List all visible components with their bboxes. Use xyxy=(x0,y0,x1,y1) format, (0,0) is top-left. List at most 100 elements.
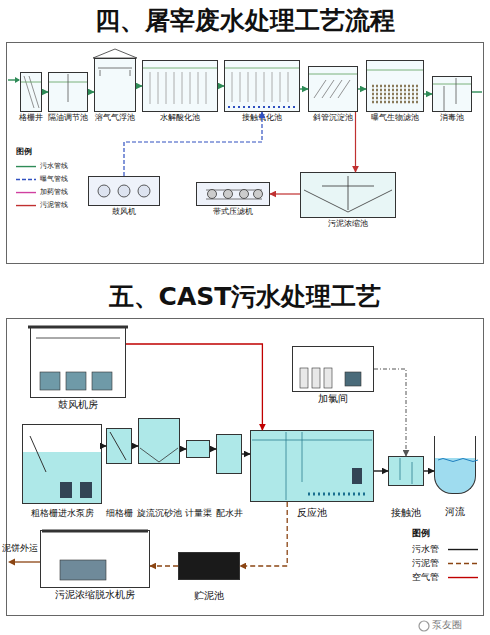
flotation-box: 溶气气浮池 xyxy=(94,58,136,112)
watermark-icon xyxy=(419,621,429,631)
flotation-scraper xyxy=(98,68,132,76)
building-box: 鼓风机房 xyxy=(30,326,126,398)
pipe-connector xyxy=(88,91,94,92)
pump-symbol xyxy=(60,482,72,498)
unit-label: 河流 xyxy=(445,507,465,518)
pipe-connector xyxy=(218,85,224,86)
pipe-connector xyxy=(374,369,406,456)
filter-box: 曝气生物滤池 xyxy=(366,60,424,112)
fine-screen xyxy=(110,432,126,460)
unit-label: 旋流沉砂池 xyxy=(137,508,182,518)
inflow-pipe xyxy=(8,79,19,80)
legend-text: 污泥管 xyxy=(412,558,439,568)
pipe-connector xyxy=(358,88,366,89)
screen-well: 格栅井 xyxy=(20,72,42,112)
watermark: 泵友圈 xyxy=(432,619,462,631)
unit-label: 鼓风机房 xyxy=(58,400,98,411)
thickener-box: 污泥浓缩池 xyxy=(300,172,396,218)
building-box: 污泥浓缩脱水机房 xyxy=(40,530,150,588)
river-wave xyxy=(438,459,478,462)
filter-gravel xyxy=(372,86,418,102)
legend-sample xyxy=(16,192,36,193)
tank-box: 水解酸化池 xyxy=(142,60,218,112)
pipe-connector xyxy=(424,93,432,94)
legend-sample xyxy=(16,166,36,167)
legend-title: 图例 xyxy=(16,148,32,157)
decanter-symbol xyxy=(352,468,362,484)
unit-label: 曝气生物滤池 xyxy=(371,114,419,123)
unit-label: 接触氧化池 xyxy=(242,114,282,123)
legend-sample xyxy=(16,179,36,180)
legend-sample xyxy=(16,205,36,206)
pump-house-box: 粗格栅进水泵房 xyxy=(22,424,102,504)
contact-baffle xyxy=(444,78,456,112)
outflow-pipe xyxy=(472,91,482,92)
section-frame: 四、屠宰废水处理工艺流程格栅井隔油调节池溶气气浮池水解酸化池接触氧化池斜管沉淀池… xyxy=(6,42,484,264)
blower-unit xyxy=(66,372,86,390)
pump-symbol xyxy=(80,482,92,498)
tank-box: 隔油调节池 xyxy=(48,72,88,112)
legend-text: 曝气管线 xyxy=(40,175,68,183)
legend-text: 加药管线 xyxy=(40,188,68,196)
press-box: 带式压滤机 xyxy=(196,182,270,206)
flotation-roof xyxy=(93,49,137,58)
oil-baffle xyxy=(68,74,69,102)
unit-label: 消毒池 xyxy=(440,114,464,123)
pipe-connector xyxy=(270,193,300,194)
press-roller xyxy=(240,190,249,199)
blower-symbol xyxy=(98,185,110,197)
building-roof xyxy=(42,530,148,533)
legend-sample xyxy=(448,563,478,564)
unit-label: 格栅井 xyxy=(19,114,43,123)
legend-sample xyxy=(448,577,478,578)
unit-label: 水解酸化池 xyxy=(160,114,200,123)
tank-box: 接触池 xyxy=(388,456,424,486)
tank-box: 消毒池 xyxy=(432,76,472,112)
channel-box: 计量渠 xyxy=(186,440,210,458)
section-heading: 四、屠宰废水处理工艺流程 xyxy=(7,3,483,39)
pipe-connector xyxy=(180,448,186,449)
tank-box: 旋流沉砂池 xyxy=(138,418,180,464)
blower-unit xyxy=(92,372,112,390)
press-roller xyxy=(224,190,233,199)
chlorine-cylinder xyxy=(300,368,308,388)
reactor-walls xyxy=(252,432,372,500)
legend-sample xyxy=(448,549,478,550)
chlorine-cylinder xyxy=(312,368,320,388)
pipe-connector xyxy=(240,502,287,566)
legend-text: 污泥管线 xyxy=(40,201,68,209)
contact-baffle xyxy=(400,458,412,484)
dosing-unit xyxy=(345,372,361,386)
legend-title: 图例 xyxy=(412,528,430,538)
pipe-connector xyxy=(42,91,48,92)
inclined-tubes xyxy=(314,80,350,98)
building-roof xyxy=(28,326,128,329)
water-level xyxy=(21,68,471,84)
thickener-hopper xyxy=(304,176,392,212)
aerator-line xyxy=(308,493,368,496)
pipe-connector xyxy=(355,112,356,172)
unit-label: 计量渠 xyxy=(185,508,212,518)
unit-label: 污泥浓缩脱水机房 xyxy=(55,590,135,601)
unit-label: 斜管沉淀池 xyxy=(313,114,353,123)
unit-label: 带式压滤机 xyxy=(213,208,253,217)
tank-box: 配水井 xyxy=(216,434,242,474)
section-frame: 五、CAST污水处理工艺鼓风机房加氯间粗格栅进水泵房细格栅旋流沉砂池计量渠配水井… xyxy=(6,318,484,616)
aerator-line xyxy=(228,106,296,108)
river-trough: 河流 xyxy=(434,436,476,494)
unit-label: 反应池 xyxy=(297,508,327,519)
pipe-connector xyxy=(300,88,308,89)
press-roller xyxy=(254,190,263,199)
unit-label: 溶气气浮池 xyxy=(95,114,135,123)
sludge-tank-box: 贮泥池 xyxy=(178,552,240,580)
blower-symbol xyxy=(138,185,150,197)
pipe-connector xyxy=(124,112,262,176)
unit-label: 鼓风机 xyxy=(112,208,136,217)
legend-text: 空气管 xyxy=(412,572,439,582)
pipe-connector xyxy=(136,85,142,86)
building-box: 加氯间 xyxy=(292,346,374,392)
cake-outlet-line xyxy=(13,561,40,562)
blower-box: 鼓风机 xyxy=(88,176,160,206)
crane-beam xyxy=(36,338,120,339)
